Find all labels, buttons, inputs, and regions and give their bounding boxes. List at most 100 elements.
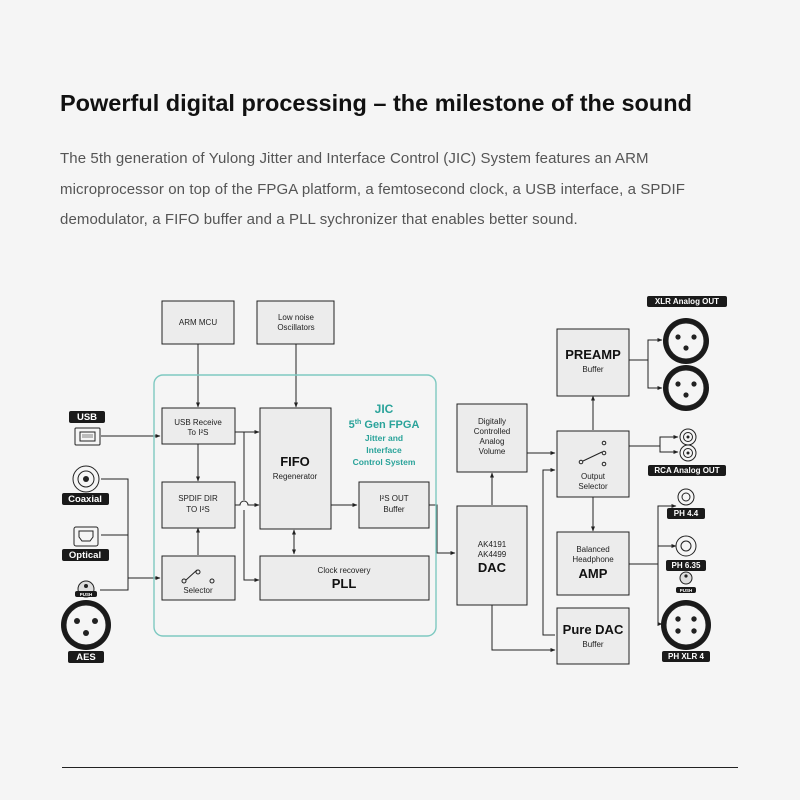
- page-title: Powerful digital processing – the milest…: [60, 90, 692, 116]
- usb-receive-label-1: USB Receive: [174, 418, 222, 427]
- rca-tag-label: RCA Analog OUT: [654, 466, 719, 475]
- block-spdif-dir: SPDIF DIR TO I²S: [161, 481, 236, 529]
- block-hp-amp: Balanced Headphone AMP: [556, 531, 630, 596]
- block-output-selector: Output Selector: [556, 430, 630, 498]
- jic-label-line5: Control System: [353, 457, 416, 467]
- wire-outsel-to-rca1: [629, 435, 679, 447]
- phxlr-tag-label: PH XLR 4: [668, 652, 705, 661]
- block-fifo: FIFO Regenerator: [259, 407, 332, 530]
- volume-label-1: Digitally: [478, 417, 506, 426]
- usb-receive-label-2: To I²S: [188, 428, 209, 437]
- coaxial-jack-icon: [72, 465, 100, 493]
- ph44-tag-label: PH 4.4: [674, 509, 699, 518]
- pure-dac-subtitle: Buffer: [582, 640, 604, 649]
- output-rca: RCA Analog OUT: [648, 428, 726, 476]
- ph635-tag: [666, 560, 706, 571]
- optical-tag-label: Optical: [69, 550, 101, 561]
- output-selector-label-2: Selector: [578, 482, 608, 491]
- dac-chip-1: AK4191: [478, 540, 507, 549]
- xlr-jack-icon: PUSH: [61, 580, 111, 650]
- xlr-jack-icon: [663, 318, 709, 364]
- wire-fifo-to-pll-branch: [243, 432, 259, 580]
- input-usb: USB: [69, 411, 105, 446]
- coaxial-tag: [62, 493, 109, 505]
- wire-puredac-to-outsel: [542, 468, 556, 636]
- headphone-jack-icon: [675, 535, 697, 557]
- oscillators-label-1: Low noise: [278, 313, 315, 322]
- bottom-divider: [62, 767, 738, 768]
- output-ph635: PH 6.35: [666, 535, 706, 571]
- wire-i2s-to-dac: [429, 504, 456, 555]
- output-ph44: PH 4.4: [667, 488, 705, 519]
- aes-tag: [68, 651, 104, 663]
- hp-amp-label-2: Headphone: [572, 555, 614, 564]
- jic-label-line4: Interface: [366, 445, 402, 455]
- hp-amp-label-1: Balanced: [576, 545, 609, 554]
- switch-icon: [181, 569, 215, 584]
- usb-tag: [69, 411, 105, 423]
- wire-amp-to-ph635: [657, 544, 677, 564]
- block-pure-dac: Pure DAC Buffer: [556, 607, 630, 665]
- wire-preamp-to-xlr1: [629, 338, 663, 361]
- output-phxlr: PUSH PH XLR 4: [661, 571, 711, 662]
- fifo-subtitle: Regenerator: [273, 472, 318, 481]
- preamp-title: PREAMP: [565, 347, 621, 362]
- rca-jack-icon: [679, 428, 697, 446]
- volume-label-2: Controlled: [474, 427, 510, 436]
- wire-aes-in: [100, 578, 129, 591]
- wire-dac-to-puredac: [491, 605, 556, 652]
- xlr-tag-label: XLR Analog OUT: [655, 297, 719, 306]
- wire-amp-to-phxlr: [657, 564, 663, 626]
- oscillators-label-2: Oscillators: [277, 323, 314, 332]
- fpga-region: [153, 374, 437, 637]
- usb-tag-label: USB: [77, 412, 97, 423]
- headphone-jack-icon: [677, 488, 695, 506]
- wires: [100, 338, 679, 652]
- jic-label: JIC 5th Gen FPGA Jitter and Interface Co…: [349, 402, 420, 467]
- wire-preamp-to-xlr2: [647, 360, 663, 390]
- dac-chip-2: AK4499: [478, 550, 507, 559]
- rca-tag: [648, 465, 726, 476]
- spdif-label-1: SPDIF DIR: [178, 494, 218, 503]
- wire-outsel-to-rca2: [659, 446, 679, 454]
- block-oscillators: Low noise Oscillators: [256, 300, 335, 345]
- input-coaxial: Coaxial: [62, 465, 109, 505]
- volume-label-3: Analog: [480, 437, 505, 446]
- block-volume: Digitally Controlled Analog Volume: [456, 403, 528, 473]
- aes-tag-label: AES: [76, 652, 96, 663]
- usb-port-icon: [74, 427, 101, 446]
- input-optical: Optical: [62, 526, 109, 561]
- output-selector-label-1: Output: [581, 472, 606, 481]
- block-arm-mcu: ARM MCU: [161, 300, 235, 345]
- rca-jack-icon: [679, 444, 697, 462]
- i2s-out-label-2: Buffer: [383, 505, 405, 514]
- block-preamp: PREAMP Buffer: [556, 328, 630, 397]
- arm-mcu-label: ARM MCU: [179, 318, 217, 327]
- wire-spdif-to-fifo: [235, 500, 260, 507]
- phxlr-push-label: PUSH: [680, 588, 693, 593]
- jic-label-line3: Jitter and: [365, 433, 403, 443]
- coaxial-tag-label: Coaxial: [68, 494, 102, 505]
- block-selector: Selector: [161, 555, 236, 601]
- xlr-jack-icon: [663, 365, 709, 411]
- volume-label-4: Volume: [479, 447, 506, 456]
- output-xlr: XLR Analog OUT: [647, 296, 727, 411]
- fifo-title: FIFO: [280, 454, 310, 469]
- switch-icon: [578, 440, 607, 467]
- ph635-tag-label: PH 6.35: [672, 561, 701, 570]
- pll-subtitle: Clock recovery: [318, 566, 371, 575]
- xlr-jack-icon: PUSH: [661, 571, 711, 650]
- block-pll: Clock recovery PLL: [259, 555, 430, 601]
- jic-label-title: JIC: [375, 402, 394, 416]
- spdif-label-2: TO I²S: [186, 505, 209, 514]
- block-usb-receive: USB Receive To I²S: [161, 407, 236, 445]
- optical-port-icon: [73, 526, 99, 547]
- selector-label: Selector: [183, 586, 213, 595]
- preamp-subtitle: Buffer: [582, 365, 604, 374]
- jic-label-gen: 5th Gen FPGA: [349, 419, 420, 431]
- xlr-tag: [647, 296, 727, 307]
- block-dac: AK4191 AK4499 DAC: [456, 505, 528, 606]
- ph44-tag: [667, 508, 705, 519]
- pll-title: PLL: [332, 576, 357, 591]
